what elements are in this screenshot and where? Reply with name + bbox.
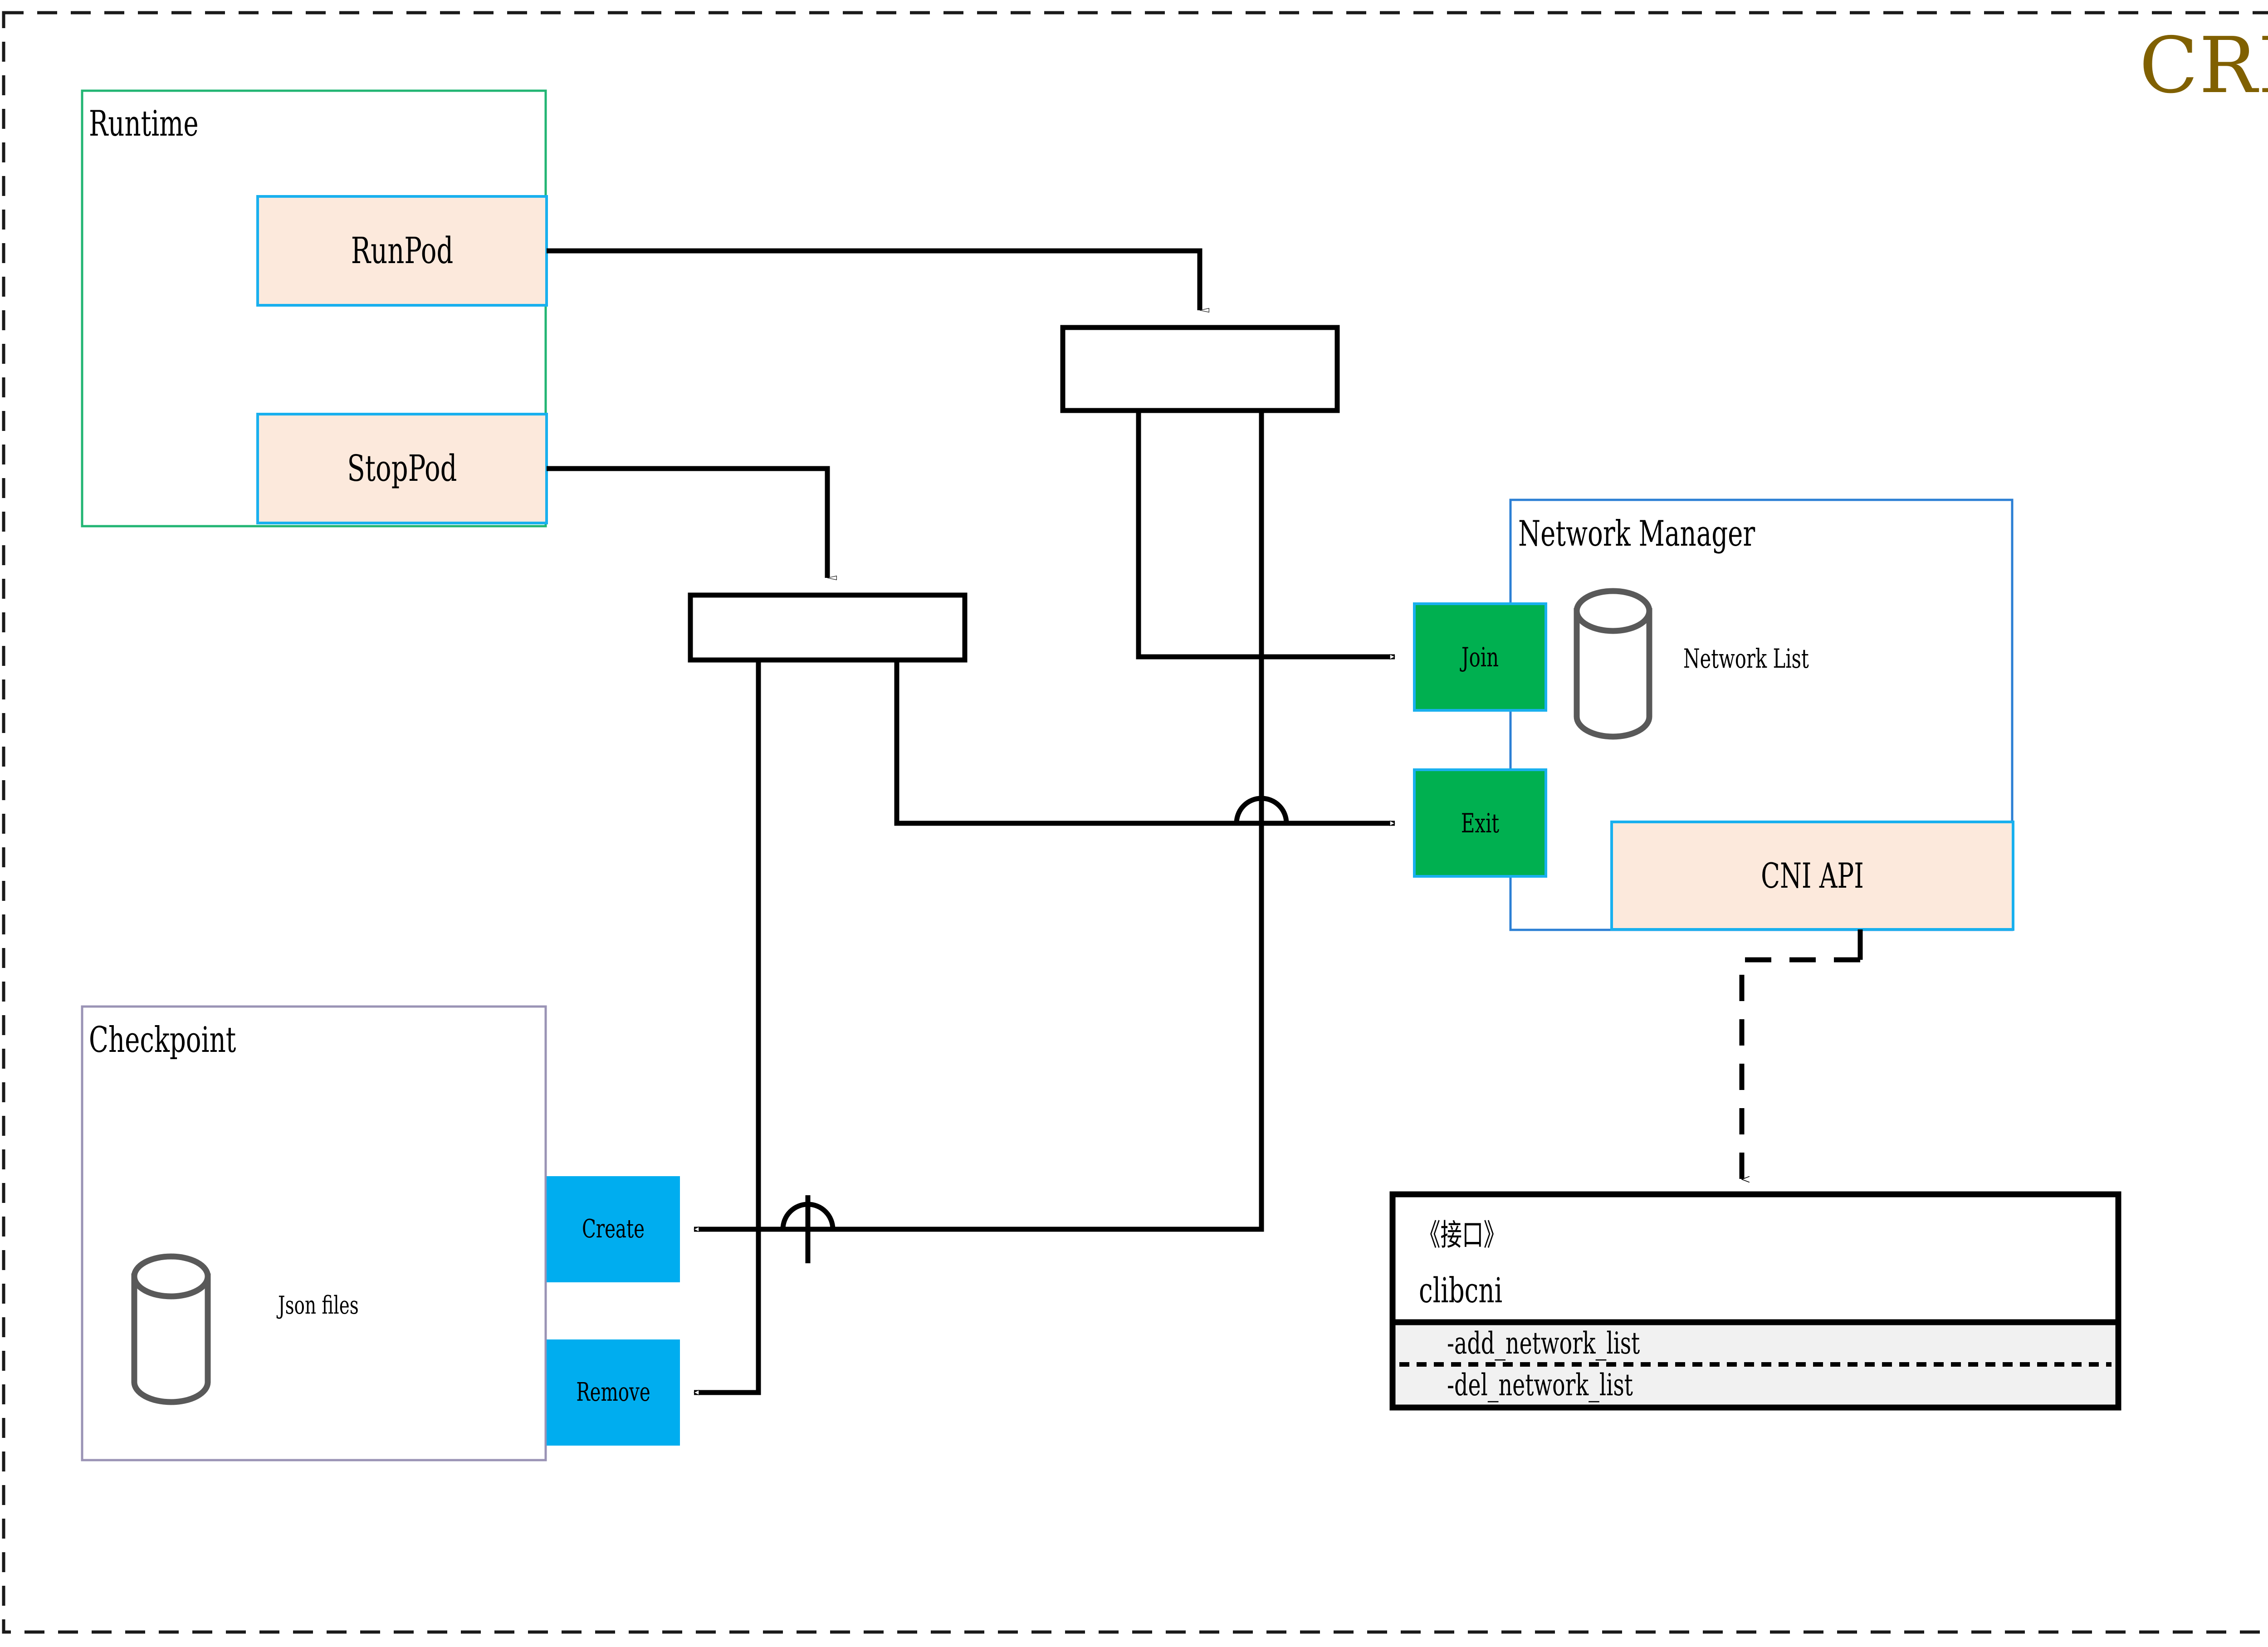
edge-cniapi-to-clibcni [1739, 957, 1860, 1179]
outer-frame [2, 11, 2268, 1634]
junction-bar-top [1060, 325, 1340, 413]
line-hops [780, 796, 1289, 1230]
edge-junction-top-to-join [1136, 411, 1395, 657]
checkpoint-datastore-cylinder [131, 1253, 211, 1405]
connector-lines [547, 248, 1395, 1393]
edge-junction-bottom-to-exit [894, 660, 1395, 823]
create-node [547, 1176, 680, 1282]
page-title: CRI [2139, 21, 2268, 111]
remove-node [547, 1339, 680, 1446]
edge-runpod-to-junction-top [547, 248, 1209, 313]
cni-api-node [1610, 821, 2014, 931]
edge-stoppod-to-junction-bottom [547, 466, 837, 580]
network-list-datastore-cylinder [1574, 588, 1652, 740]
junction-bar-bottom [688, 592, 968, 663]
join-node [1413, 602, 1547, 712]
exit-node [1413, 768, 1547, 878]
stoppod-node [256, 413, 548, 524]
line-hop-verticals [805, 789, 1264, 1263]
runpod-node [256, 195, 548, 307]
edge-junction-bottom-to-remove [694, 660, 761, 1393]
edge-junction-top-right-leg [694, 411, 1264, 1229]
